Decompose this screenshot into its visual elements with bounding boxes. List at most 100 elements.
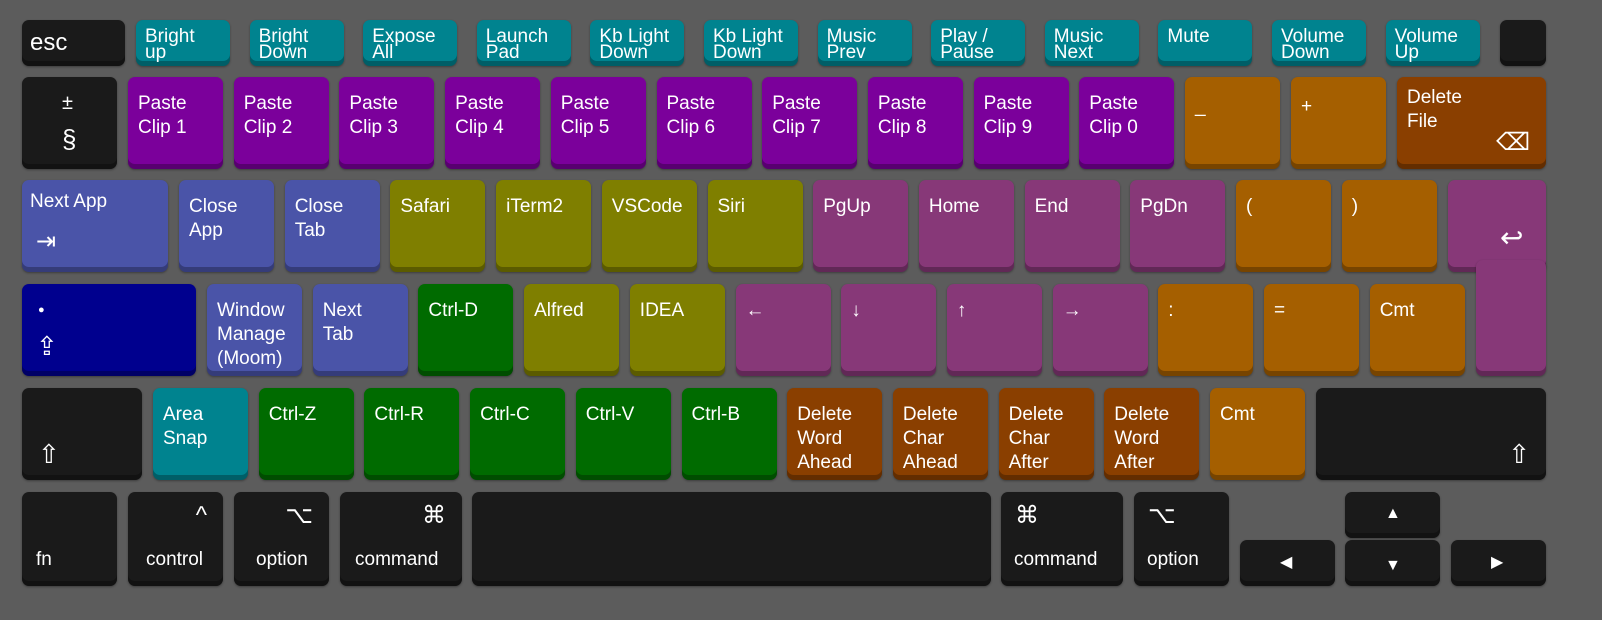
right-shift-key[interactable]: ⇧ bbox=[1316, 388, 1546, 480]
pgdn-key[interactable]: PgDn bbox=[1130, 180, 1226, 272]
option-label: option bbox=[256, 549, 308, 570]
right-arrow-key[interactable]: → bbox=[1052, 284, 1148, 376]
f5-label: Kb Light Down bbox=[599, 26, 670, 63]
blank-top-right-key[interactable] bbox=[1500, 20, 1546, 66]
caps-lock-icon: ⇪ bbox=[36, 331, 58, 361]
f5-key[interactable]: Kb Light Down bbox=[590, 20, 685, 66]
section-key[interactable]: ±§ bbox=[22, 77, 117, 169]
option-icon: ⌥ bbox=[285, 502, 313, 529]
home-key[interactable]: Home bbox=[918, 180, 1014, 272]
arrow-right-key[interactable]: ▶ bbox=[1451, 540, 1546, 586]
f6-key[interactable]: Kb Light Down bbox=[704, 20, 798, 66]
alfred-key[interactable]: Alfred bbox=[524, 284, 620, 376]
siri-key[interactable]: Siri bbox=[707, 180, 803, 272]
arrow-up-icon: ▲ bbox=[1385, 505, 1401, 522]
fn-label: fn bbox=[36, 549, 52, 570]
f12-key[interactable]: Volume Up bbox=[1385, 20, 1480, 66]
right-command-key[interactable]: ⌘command bbox=[1001, 492, 1123, 586]
f1-key[interactable]: Bright up bbox=[136, 20, 230, 66]
control-key[interactable]: ^control bbox=[128, 492, 223, 586]
arrow-up-key[interactable]: ▲ bbox=[1345, 492, 1440, 538]
delete-word-after-key[interactable]: Delete Word After bbox=[1104, 388, 1200, 480]
arrow-down-key[interactable]: ▼ bbox=[1345, 540, 1440, 586]
fn-key[interactable]: fn bbox=[22, 492, 117, 586]
option-key[interactable]: ⌥ option bbox=[234, 492, 329, 586]
cmt-2-key[interactable]: Cmt bbox=[1210, 388, 1305, 480]
left-arrow-key[interactable]: ← bbox=[735, 284, 831, 376]
return-key-bottom[interactable] bbox=[1476, 260, 1546, 376]
ctrl-c-key[interactable]: Ctrl-C bbox=[470, 388, 566, 480]
right-option-key[interactable]: ⌥option bbox=[1134, 492, 1229, 586]
delete-char-ahead-key[interactable]: Delete Char Ahead bbox=[892, 388, 988, 480]
command-key[interactable]: ⌘command bbox=[340, 492, 462, 586]
next-app-key[interactable]: Next App⇥ bbox=[22, 180, 168, 272]
w-label: Close Tab bbox=[294, 196, 344, 241]
f3-key[interactable]: Expose All bbox=[363, 20, 458, 66]
return-key-top[interactable]: ↩ bbox=[1448, 180, 1546, 272]
close-app-key[interactable]: Close App bbox=[179, 180, 274, 272]
idea-key[interactable]: IDEA bbox=[629, 284, 725, 376]
n4-label: Paste Clip 4 bbox=[455, 93, 504, 138]
paste-clip-8-key[interactable]: Paste Clip 8 bbox=[867, 77, 963, 169]
paste-clip-0-key[interactable]: Paste Clip 0 bbox=[1079, 77, 1175, 169]
window-manage-key[interactable]: Window Manage (Moom) bbox=[207, 284, 302, 376]
f3-label: Expose All bbox=[372, 26, 436, 63]
paste-clip-6-key[interactable]: Paste Clip 6 bbox=[656, 77, 752, 169]
up-arrow-key[interactable]: ↑ bbox=[946, 284, 1042, 376]
v-label: Ctrl-C bbox=[480, 404, 530, 425]
ctrl-r-key[interactable]: Ctrl-R bbox=[364, 388, 460, 480]
f4-key[interactable]: Launch Pad bbox=[476, 20, 571, 66]
f8-label: Play / Pause bbox=[940, 26, 995, 63]
esc-key[interactable]: esc bbox=[22, 20, 125, 66]
plus-key[interactable]: + bbox=[1291, 77, 1386, 169]
semicolon-label: : bbox=[1168, 300, 1174, 321]
paste-clip-4-key[interactable]: Paste Clip 4 bbox=[445, 77, 541, 169]
open-paren-key[interactable]: ( bbox=[1236, 180, 1331, 272]
minus-key[interactable]: _ bbox=[1185, 77, 1280, 169]
right-command-icon: ⌘ bbox=[1015, 502, 1039, 529]
iterm2-key[interactable]: iTerm2 bbox=[496, 180, 592, 272]
delete-word-ahead-key[interactable]: Delete Word Ahead bbox=[787, 388, 883, 480]
equals-key[interactable]: = bbox=[1264, 284, 1359, 376]
f7-label: Music Prev bbox=[826, 26, 877, 63]
next-tab-key[interactable]: Next Tab bbox=[312, 284, 408, 376]
f2-key[interactable]: Bright Down bbox=[249, 20, 344, 66]
safari-key[interactable]: Safari bbox=[390, 180, 486, 272]
paste-clip-3-key[interactable]: Paste Clip 3 bbox=[339, 77, 435, 169]
f8-key[interactable]: Play / Pause bbox=[931, 20, 1026, 66]
ctrl-b-key[interactable]: Ctrl-B bbox=[681, 388, 777, 480]
paste-clip-5-key[interactable]: Paste Clip 5 bbox=[550, 77, 646, 169]
ctrl-d-key[interactable]: Ctrl-D bbox=[418, 284, 514, 376]
space-bar[interactable] bbox=[472, 492, 991, 586]
f11-key[interactable]: Volume Down bbox=[1272, 20, 1366, 66]
return-icon: ↩ bbox=[1500, 222, 1524, 253]
area-snap-key[interactable]: Area Snap bbox=[153, 388, 248, 480]
f9-key[interactable]: Music Next bbox=[1044, 20, 1139, 66]
f7-key[interactable]: Music Prev bbox=[817, 20, 912, 66]
arrow-left-key[interactable]: ◀ bbox=[1240, 540, 1335, 586]
close-tab-key[interactable]: Close Tab bbox=[284, 180, 380, 272]
f10-key[interactable]: Mute bbox=[1158, 20, 1253, 66]
left-shift-key[interactable]: ⇧ bbox=[22, 388, 142, 480]
pgup-key[interactable]: PgUp bbox=[813, 180, 909, 272]
f2-label: Bright Down bbox=[258, 26, 309, 63]
n1-label: Paste Clip 1 bbox=[138, 93, 187, 138]
paste-clip-7-key[interactable]: Paste Clip 7 bbox=[762, 77, 858, 169]
caps-lock-key[interactable]: ●⇪ bbox=[22, 284, 196, 376]
paste-clip-1-key[interactable]: Paste Clip 1 bbox=[128, 77, 223, 169]
down-arrow-key[interactable]: ↓ bbox=[841, 284, 937, 376]
paste-clip-2-key[interactable]: Paste Clip 2 bbox=[233, 77, 329, 169]
end-key[interactable]: End bbox=[1024, 180, 1120, 272]
close-paren-key[interactable]: ) bbox=[1341, 180, 1437, 272]
delete-file-key[interactable]: Delete File⌫ bbox=[1397, 77, 1546, 169]
ctrl-v-key[interactable]: Ctrl-V bbox=[575, 388, 671, 480]
f1-label: Bright up bbox=[145, 26, 195, 63]
ctrl-z-key[interactable]: Ctrl-Z bbox=[258, 388, 354, 480]
delete-char-after-key[interactable]: Delete Char After bbox=[998, 388, 1094, 480]
right-option-label: option bbox=[1147, 549, 1199, 570]
n5-label: Paste Clip 5 bbox=[560, 93, 610, 138]
paste-clip-9-key[interactable]: Paste Clip 9 bbox=[973, 77, 1069, 169]
cmt-key[interactable]: Cmt bbox=[1369, 284, 1465, 376]
colon-key[interactable]: : bbox=[1158, 284, 1254, 376]
vscode-key[interactable]: VSCode bbox=[601, 180, 697, 272]
